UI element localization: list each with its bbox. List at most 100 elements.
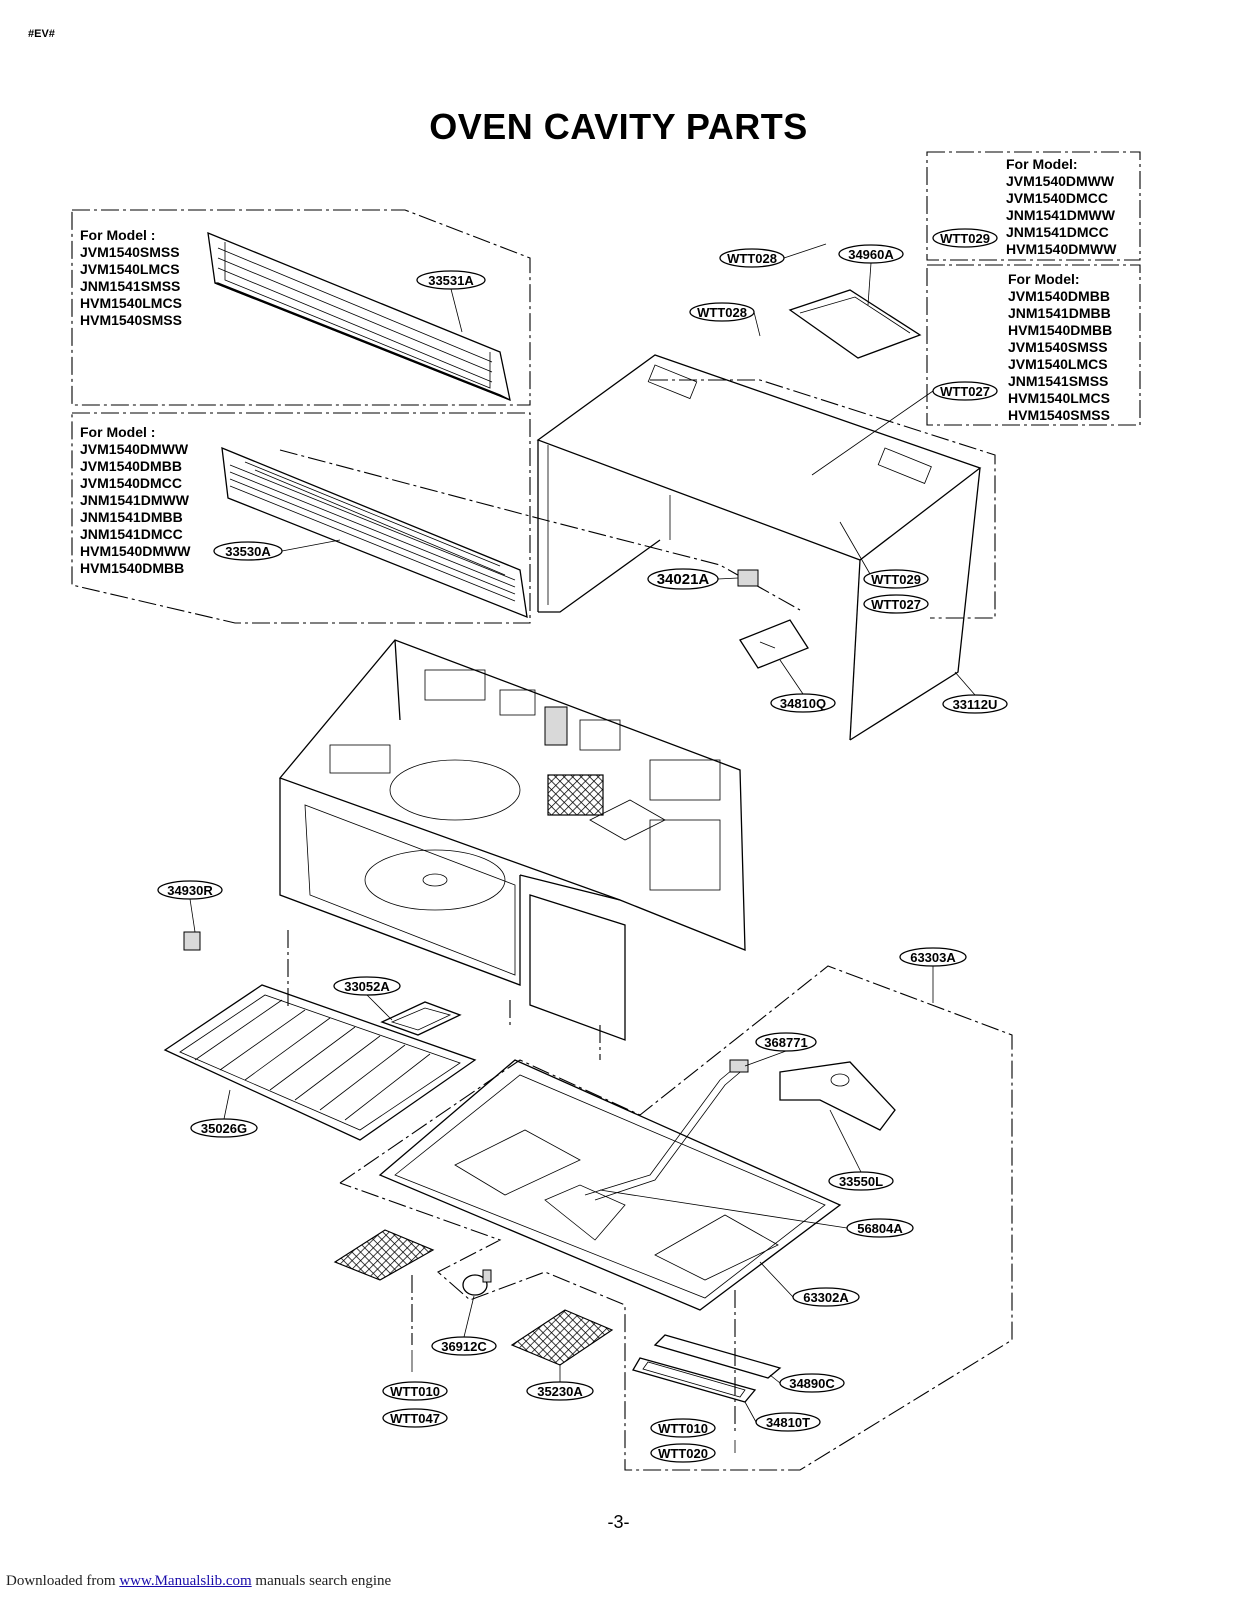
- model-item: HVM1540LMCS: [80, 295, 182, 311]
- svg-text:34960A: 34960A: [848, 247, 894, 262]
- model-list-right-bottom: For Model: JVM1540DMBB JNM1541DMBB HVM15…: [1008, 271, 1112, 424]
- model-list-top-grille: For Model : JVM1540SMSS JVM1540LMCS JNM1…: [80, 227, 182, 329]
- label-33530A: 33530A: [213, 541, 283, 561]
- model-item: JNM1541SMSS: [80, 278, 181, 294]
- svg-text:35230A: 35230A: [537, 1384, 583, 1399]
- svg-text:33112U: 33112U: [953, 697, 998, 712]
- footer-prefix: Downloaded from: [6, 1573, 120, 1589]
- svg-text:WTT028: WTT028: [727, 251, 777, 266]
- svg-text:34810Q: 34810Q: [780, 696, 826, 711]
- group-box-63303A: [339, 965, 1013, 1471]
- model-item: JVM1540SMSS: [1008, 339, 1108, 355]
- model-item: JVM1540LMCS: [80, 261, 180, 277]
- group-box-right-top: [926, 151, 1141, 261]
- model-item: JVM1540LMCS: [1008, 356, 1108, 372]
- harness-368771: [584, 1059, 749, 1201]
- model-heading: For Model :: [80, 424, 156, 440]
- svg-text:WTT010: WTT010: [390, 1384, 440, 1399]
- svg-text:WTT027: WTT027: [940, 384, 990, 399]
- label-WTT020: WTT020: [650, 1443, 716, 1463]
- model-item: JNM1541DMWW: [80, 492, 189, 508]
- lens-34890C: [653, 1334, 782, 1379]
- svg-text:34930R: 34930R: [167, 883, 213, 898]
- model-item: JNM1541SMSS: [1008, 373, 1109, 389]
- cover-33550L: [779, 1061, 896, 1131]
- footer-suffix: manuals search engine: [251, 1573, 392, 1589]
- svg-text:WTT028: WTT028: [697, 305, 747, 320]
- label-34021A: 34021A: [647, 568, 719, 590]
- model-item: JNM1541DMWW: [1006, 207, 1115, 223]
- model-item: HVM1540SMSS: [1008, 407, 1110, 423]
- label-36912C: 36912C: [431, 1336, 497, 1356]
- svg-text:33550L: 33550L: [839, 1174, 883, 1189]
- model-item: HVM1540SMSS: [80, 312, 182, 328]
- svg-text:33530A: 33530A: [225, 544, 271, 559]
- model-item: JVM1540DMWW: [80, 441, 189, 457]
- label-33112U: 33112U: [942, 694, 1008, 714]
- filter-33052A: [380, 1001, 462, 1036]
- model-item: JVM1540DMBB: [1008, 288, 1110, 304]
- model-item: HVM1540DMWW: [80, 543, 191, 559]
- label-WTT027-b: WTT027: [863, 594, 929, 614]
- outer-case-33112U: [536, 354, 982, 741]
- svg-text:WTT010: WTT010: [658, 1421, 708, 1436]
- grille-33531A: [207, 231, 511, 402]
- label-WTT029-a: WTT029: [932, 228, 998, 248]
- base-plate-63302A: [378, 1059, 842, 1311]
- part-34930R: [183, 931, 201, 951]
- svg-text:368771: 368771: [764, 1035, 807, 1050]
- model-item: JVM1540SMSS: [80, 244, 180, 260]
- filter-left: [333, 1229, 435, 1281]
- model-heading: For Model:: [1006, 156, 1078, 172]
- plate-34960A: [788, 289, 922, 359]
- page-number: -3-: [607, 1512, 630, 1532]
- shelf-35026G: [163, 984, 477, 1141]
- grille-33530A: [221, 446, 528, 619]
- bracket-34810Q: [739, 619, 809, 669]
- frame-34810T: [632, 1357, 757, 1403]
- label-34810T: 34810T: [755, 1412, 821, 1432]
- model-item: JVM1540DMCC: [1006, 190, 1108, 206]
- model-item: JNM1541DMCC: [1006, 224, 1109, 240]
- group-box-right-bottom: [926, 264, 1141, 426]
- label-WTT028-a: WTT028: [719, 248, 785, 268]
- label-34890C: 34890C: [779, 1373, 845, 1393]
- svg-text:33531A: 33531A: [428, 273, 474, 288]
- svg-text:35026G: 35026G: [201, 1121, 247, 1136]
- label-33052A: 33052A: [333, 976, 401, 996]
- model-heading: For Model :: [80, 227, 156, 243]
- label-WTT010-b: WTT010: [650, 1418, 716, 1438]
- model-item: JNM1541DMBB: [80, 509, 183, 525]
- svg-text:56804A: 56804A: [857, 1221, 903, 1236]
- label-WTT028-b: WTT028: [689, 302, 755, 322]
- svg-text:WTT047: WTT047: [390, 1411, 440, 1426]
- header-tag: #EV#: [28, 28, 55, 40]
- svg-text:34810T: 34810T: [766, 1415, 810, 1430]
- label-63303A: 63303A: [899, 947, 967, 967]
- svg-text:WTT029: WTT029: [940, 231, 990, 246]
- label-63302A: 63302A: [792, 1287, 860, 1307]
- page-title: OVEN CAVITY PARTS: [429, 106, 808, 147]
- label-56804A: 56804A: [846, 1218, 914, 1238]
- svg-text:63302A: 63302A: [803, 1290, 849, 1305]
- lamp-36912C: [462, 1269, 492, 1296]
- label-368771: 368771: [755, 1032, 817, 1052]
- label-WTT047: WTT047: [382, 1408, 448, 1428]
- model-item: HVM1540DMBB: [80, 560, 185, 576]
- label-34960A: 34960A: [838, 244, 904, 264]
- model-item: JVM1540DMCC: [80, 475, 182, 491]
- model-item: JVM1540DMBB: [80, 458, 182, 474]
- model-item: JVM1540DMWW: [1006, 173, 1115, 189]
- oven-cavity: [278, 639, 746, 1041]
- model-item: JNM1541DMCC: [80, 526, 183, 542]
- model-item: HVM1540LMCS: [1008, 390, 1110, 406]
- label-WTT029-b: WTT029: [863, 569, 929, 589]
- model-list-lower-grille: For Model : JVM1540DMWW JVM1540DMBB JVM1…: [80, 424, 190, 577]
- model-heading: For Model:: [1008, 271, 1080, 287]
- label-35230A: 35230A: [526, 1381, 594, 1401]
- footer-link[interactable]: www.Manualslib.com: [119, 1573, 252, 1589]
- label-33550L: 33550L: [828, 1171, 894, 1191]
- label-35026G: 35026G: [190, 1118, 258, 1138]
- label-34810Q: 34810Q: [770, 693, 836, 713]
